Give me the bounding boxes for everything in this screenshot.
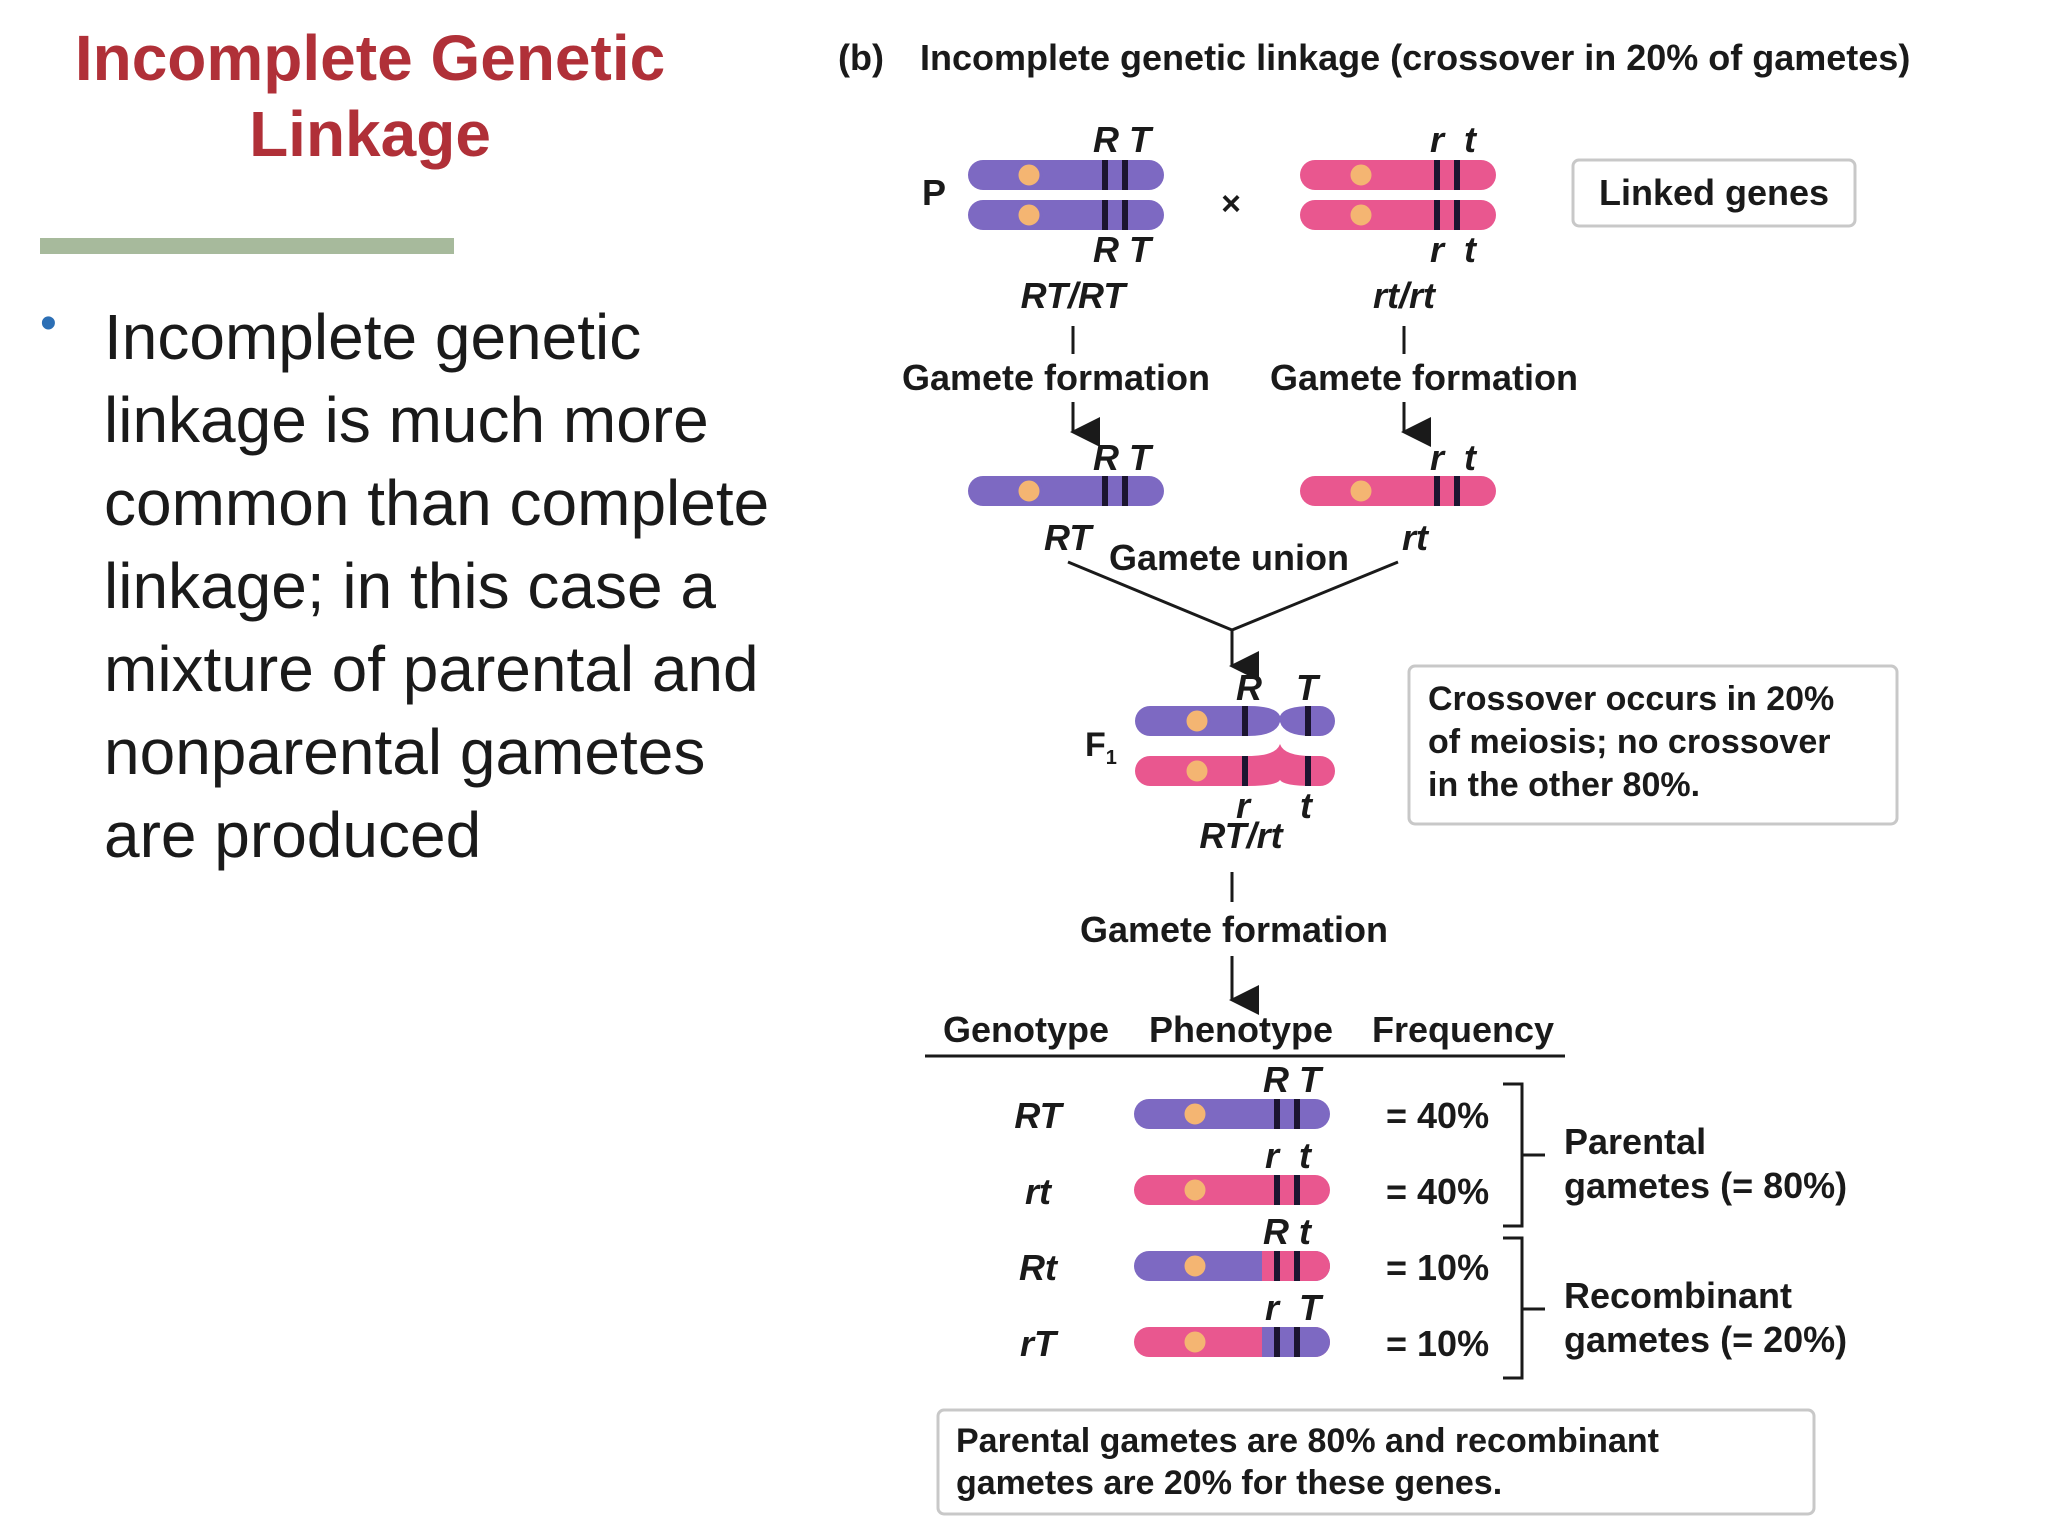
parent-left-chromosome-top <box>968 160 1164 190</box>
bullet-text: Incomplete genetic linkage is much more … <box>104 301 770 871</box>
linked-genes-box: Linked genes <box>1571 158 1857 228</box>
gamete-left-label: R T <box>1093 437 1154 478</box>
row-4-genotype: rT <box>1020 1323 1059 1364</box>
row-3-chromosome <box>1134 1251 1330 1281</box>
summary-note-line2: gametes are 20% for these genes. <box>956 1464 1502 1502</box>
row-3-chrom-label: R t <box>1263 1211 1313 1252</box>
row-2-chrom-label: r t <box>1265 1135 1313 1176</box>
f1-allele-t: t <box>1300 785 1314 826</box>
row-3-frequency: = 10% <box>1386 1247 1489 1288</box>
parent-right-genotype: rt/rt <box>1373 275 1437 316</box>
header-frequency: Frequency <box>1372 1009 1554 1050</box>
crossover-note-line3: in the other 80%. <box>1428 766 1700 804</box>
bullet-point-icon: • <box>40 297 57 350</box>
slide-title: Incomplete Genetic Linkage <box>40 20 700 172</box>
row-2-genotype: rt <box>1025 1171 1053 1212</box>
row-1-chrom-label: R T <box>1263 1059 1324 1100</box>
crossover-note-line1: Crossover occurs in 20% <box>1428 680 1834 718</box>
gamete-formation-right: Gamete formation <box>1270 357 1578 398</box>
f1-chromosome-top <box>1135 706 1335 736</box>
parent-right-top-label: r t <box>1430 119 1478 160</box>
recombinant-bracket <box>1503 1236 1545 1380</box>
crossover-note-box: Crossover occurs in 20% of meiosis; no c… <box>1407 664 1899 826</box>
summary-note-line1: Parental gametes are 80% and recombinant <box>956 1422 1659 1460</box>
f1-genotype: RT/rt <box>1199 815 1284 856</box>
parent-left-top-label: R T <box>1093 119 1154 160</box>
gamete-right-name: rt <box>1402 517 1430 558</box>
parent-left-bottom-label: R T <box>1093 229 1154 270</box>
panel-title: Incomplete genetic linkage (crossover in… <box>920 37 1910 78</box>
parental-bracket <box>1503 1082 1545 1228</box>
title-divider <box>40 238 454 254</box>
row-2-frequency: = 40% <box>1386 1171 1489 1212</box>
row-1-frequency: = 40% <box>1386 1095 1489 1136</box>
row-1-genotype: RT <box>1014 1095 1064 1136</box>
row-2-chromosome <box>1134 1175 1330 1205</box>
recombinant-group-line1: Recombinant <box>1564 1275 1792 1316</box>
f1-chromosome-bottom <box>1135 744 1335 786</box>
header-genotype: Genotype <box>943 1009 1109 1050</box>
parent-right-chromosome-bottom <box>1300 200 1496 230</box>
gamete-formation-f1: Gamete formation <box>1080 909 1388 950</box>
panel-label: (b) <box>838 37 884 78</box>
gamete-union-label: Gamete union <box>1109 537 1349 578</box>
parental-group-line2: gametes (= 80%) <box>1564 1165 1847 1206</box>
parent-right-chromosome-top <box>1300 160 1496 190</box>
cross-symbol: × <box>1221 185 1241 223</box>
gamete-left-name: RT <box>1044 517 1094 558</box>
linked-genes-label: Linked genes <box>1599 172 1829 213</box>
recombinant-group-line2: gametes (= 20%) <box>1564 1319 1847 1360</box>
f1-allele-r: r <box>1236 785 1252 826</box>
row-4-frequency: = 10% <box>1386 1323 1489 1364</box>
gamete-left-chromosome <box>968 476 1164 506</box>
f1-allele-T: T <box>1296 667 1321 708</box>
row-4-chromosome <box>1134 1327 1330 1357</box>
gamete-right-chromosome <box>1300 476 1496 506</box>
header-phenotype: Phenotype <box>1149 1009 1333 1050</box>
parent-left-genotype: RT/RT <box>1021 275 1129 316</box>
p-generation-label: P <box>922 172 946 213</box>
parent-right-bottom-label: r t <box>1430 229 1478 270</box>
row-1-chromosome <box>1134 1099 1330 1129</box>
slide-title-line2: Linkage <box>249 98 491 170</box>
row-4-chrom-label: r T <box>1265 1287 1324 1328</box>
gamete-right-label: r t <box>1430 437 1478 478</box>
f1-allele-R: R <box>1236 667 1262 708</box>
parent-left-chromosome-bottom <box>968 200 1164 230</box>
gamete-formation-left: Gamete formation <box>902 357 1210 398</box>
row-3-genotype: Rt <box>1019 1247 1059 1288</box>
summary-note-box: Parental gametes are 80% and recombinant… <box>936 1408 1816 1516</box>
f1-label: F1 <box>1085 726 1117 769</box>
slide-title-line1: Incomplete Genetic <box>74 22 666 94</box>
crossover-note-line2: of meiosis; no crossover <box>1428 723 1830 761</box>
parental-group-line1: Parental <box>1564 1121 1706 1162</box>
